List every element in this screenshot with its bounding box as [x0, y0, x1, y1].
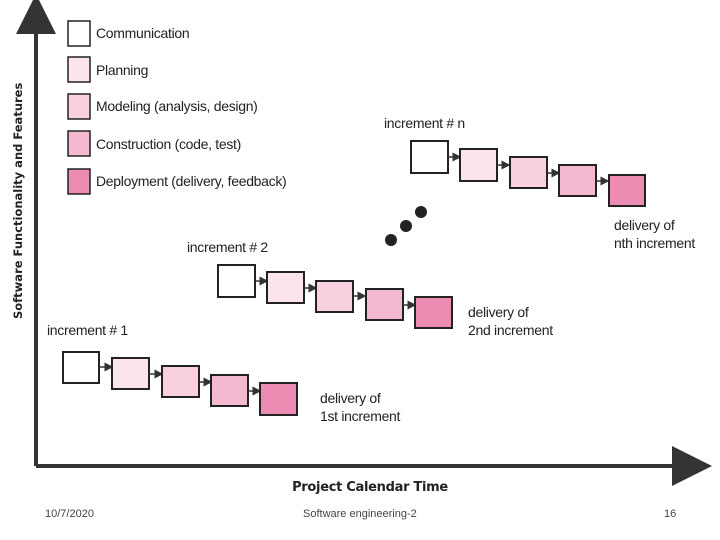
legend — [67, 20, 91, 195]
footer-date: 10/7/2020 — [45, 508, 94, 520]
y-axis-label: Software Functionality and Features — [11, 82, 25, 319]
inc2-communication-box — [217, 264, 256, 298]
inc1-construction-box — [210, 374, 249, 407]
increment-n-title-text: increment # n — [384, 115, 465, 131]
delivery-1-line-1: delivery of — [320, 390, 381, 406]
legend-swatch-modeling — [67, 93, 91, 120]
inc1-modeling-box — [161, 365, 200, 398]
delivery-label-n: delivery of nth increment — [614, 216, 695, 252]
continuation-dot — [385, 234, 397, 246]
inc2-construction-box — [365, 288, 404, 321]
continuation-dots — [385, 206, 427, 246]
increment-n-title: increment # n — [384, 114, 465, 132]
inc2-planning-box — [266, 271, 305, 304]
inc1-deployment-box — [259, 382, 298, 416]
inc1-planning-box — [111, 357, 150, 390]
incn-communication-box — [410, 140, 449, 174]
increment-2-title: increment # 2 — [187, 239, 268, 255]
incn-construction-box — [558, 164, 597, 197]
footer-page-number: 16 — [664, 508, 677, 520]
legend-label-construction: Construction (code, test) — [96, 136, 242, 152]
increment-n-flow — [410, 140, 646, 207]
delivery-2-line-1: delivery of — [468, 304, 529, 320]
incn-planning-box — [459, 148, 498, 182]
legend-swatch-deployment — [67, 168, 91, 195]
legend-label-modeling: Modeling (analysis, design) — [96, 98, 258, 114]
legend-swatch-construction — [67, 130, 91, 157]
inc2-modeling-box — [315, 280, 354, 313]
delivery-label-1: delivery of 1st increment — [320, 389, 400, 425]
inc1-communication-box — [62, 351, 100, 384]
continuation-dot — [400, 220, 412, 232]
legend-label-planning: Planning — [96, 62, 149, 78]
incn-deployment-box — [608, 174, 646, 207]
delivery-2-line-2: 2nd increment — [468, 322, 553, 338]
footer-course: Software engineering-2 — [303, 508, 417, 520]
increment-2-flow — [217, 264, 453, 329]
x-axis-label: Project Calendar Time — [292, 480, 448, 495]
legend-label-communication: Communication — [96, 25, 190, 41]
increment-1-flow — [62, 351, 298, 416]
delivery-label-2: delivery of 2nd increment — [468, 303, 553, 339]
incn-modeling-box — [509, 156, 548, 189]
delivery-n-line-1: delivery of — [614, 217, 675, 233]
legend-swatch-communication — [67, 20, 91, 47]
increment-1-title: increment # 1 — [47, 322, 128, 338]
legend-label-deployment: Deployment (delivery, feedback) — [96, 173, 287, 189]
legend-swatch-planning — [67, 56, 91, 83]
delivery-n-line-2: nth increment — [614, 235, 695, 251]
inc2-deployment-box — [414, 296, 453, 329]
delivery-1-line-2: 1st increment — [320, 408, 401, 424]
continuation-dot — [415, 206, 427, 218]
